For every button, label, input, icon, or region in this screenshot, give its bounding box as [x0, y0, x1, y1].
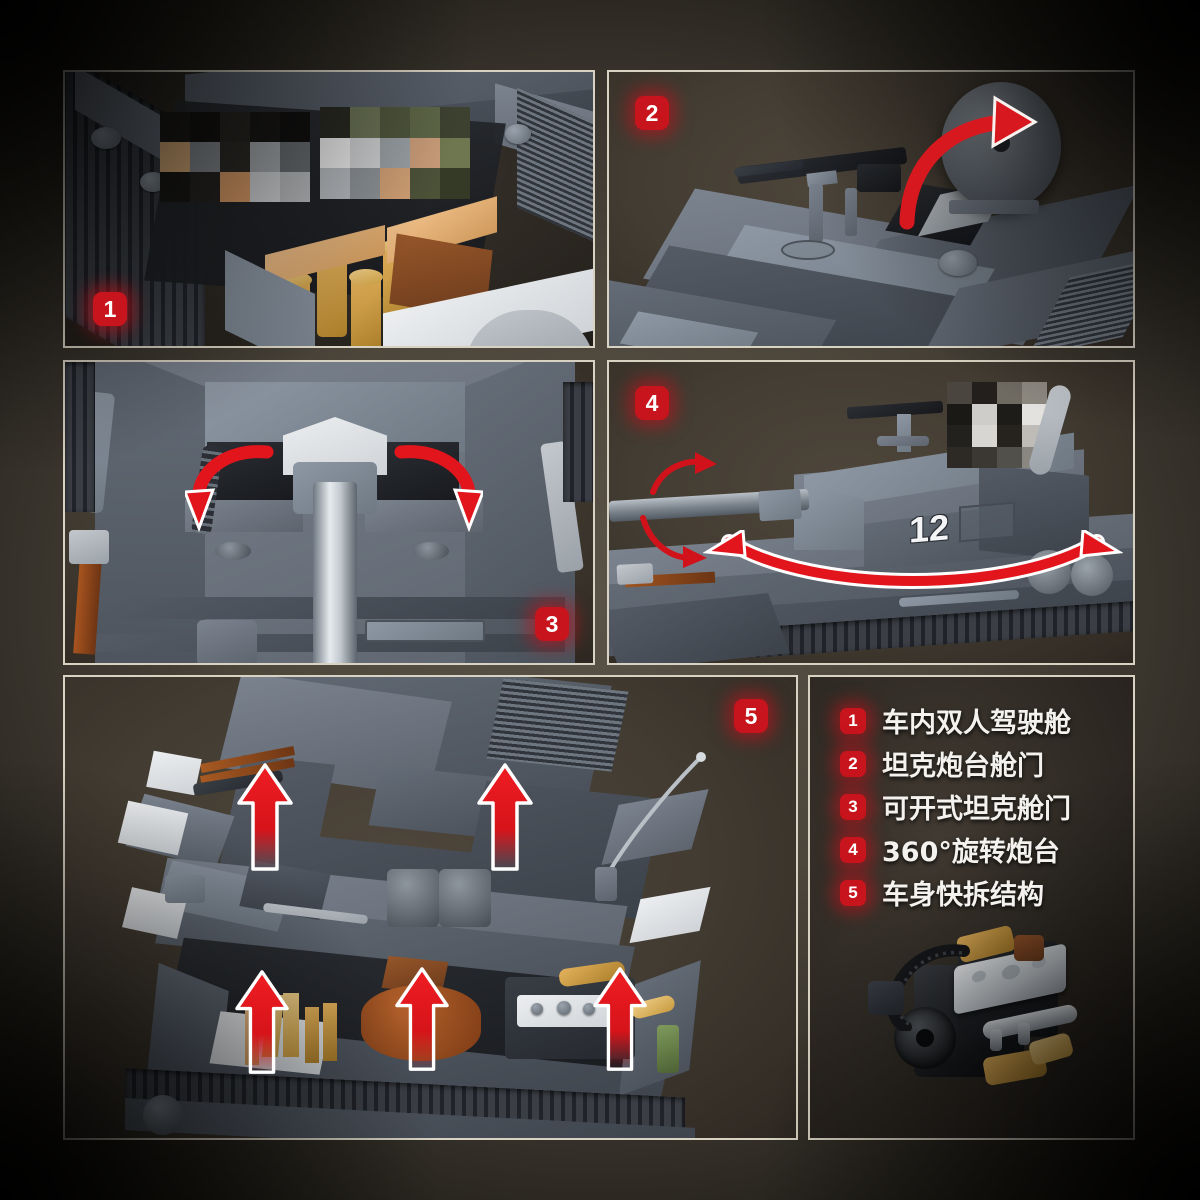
panel-interior-crew-compartment: 1 — [63, 70, 595, 348]
antenna-base — [595, 867, 617, 901]
legend-item-3: 3 可开式坦克舱门 — [840, 785, 1071, 828]
legend-label-2: 坦克炮台舱门 — [882, 751, 1044, 782]
gun-receiver — [857, 164, 901, 192]
shell-brass-2 — [323, 1003, 337, 1061]
green-accessory — [657, 1025, 679, 1073]
hatch-arrow-right — [394, 445, 483, 532]
panel-turret-hatch: 2 — [607, 70, 1135, 348]
main-gun-barrel — [313, 482, 357, 663]
stud — [583, 1003, 595, 1015]
road-wheel — [1071, 554, 1113, 596]
hatch-arrow-left — [185, 445, 274, 532]
legend-label-3: 可开式坦克舱门 — [882, 794, 1071, 825]
hatch-handle-left — [215, 542, 251, 560]
gun-depress-arrow — [640, 515, 707, 568]
exhaust-runner — [990, 1029, 1002, 1051]
gun-leg — [845, 188, 857, 236]
panel-openable-hatches: 3 — [63, 360, 595, 665]
separation-arrow-3 — [235, 970, 289, 1074]
stud — [531, 1003, 543, 1015]
engine-model-image — [862, 924, 1092, 1120]
separation-arrow-5 — [593, 967, 647, 1071]
lower-fitting — [197, 620, 257, 663]
separation-arrow-1 — [237, 763, 293, 871]
exhaust-runner-2 — [1018, 1023, 1030, 1045]
stud — [91, 127, 121, 149]
legend-label-4: 360°旋转炮台 — [882, 837, 1060, 868]
legend-badge-4: 4 — [840, 836, 866, 863]
mg-post — [897, 414, 911, 452]
badge-3: 3 — [535, 607, 569, 641]
badge-4: 4 — [635, 386, 669, 420]
hatch-handle-right — [413, 542, 449, 560]
panel-quick-release-body: 5 — [63, 675, 798, 1140]
separation-arrow-2 — [477, 763, 533, 871]
turret-rotation-arc-arrow — [703, 530, 1123, 589]
track-left-edge — [65, 362, 95, 512]
legend-item-5: 5 车身快拆结构 — [840, 871, 1071, 914]
gun-pintle — [809, 184, 823, 242]
mg-crossbar — [877, 436, 929, 446]
flywheel-hub — [916, 1029, 934, 1047]
mid-fitting — [165, 875, 205, 903]
legend-list: 1 车内双人驾驶舱 2 坦克炮台舱门 3 可开式坦克舱门 4 360°旋转炮台 … — [840, 699, 1071, 914]
legend-label-1: 车内双人驾驶舱 — [882, 708, 1071, 739]
stud — [939, 250, 977, 276]
censor-mosaic-left — [160, 112, 310, 202]
copper-fitting — [1014, 935, 1044, 961]
barrel-collar — [758, 488, 802, 522]
hatch-open-arrow — [899, 95, 1038, 230]
separation-arrow-4 — [395, 967, 449, 1071]
legend-label-5: 车身快拆结构 — [882, 880, 1044, 911]
gun-ring-mount — [781, 240, 835, 260]
legend-item-2: 2 坦克炮台舱门 — [840, 742, 1071, 785]
legend-item-4: 4 360°旋转炮台 — [840, 828, 1071, 871]
fuel-drum-2 — [439, 869, 491, 927]
wrench-head — [69, 530, 109, 564]
legend-badge-5: 5 — [840, 879, 866, 906]
badge-1: 1 — [93, 292, 127, 326]
badge-2: 2 — [635, 96, 669, 130]
shell — [351, 274, 381, 346]
fuel-drum — [387, 869, 439, 927]
legend-item-1: 1 车内双人驾驶舱 — [840, 699, 1071, 742]
track-right-edge — [563, 382, 593, 502]
censor-mosaic-right — [320, 107, 470, 199]
hatch-hinge — [949, 200, 1039, 214]
antenna — [603, 752, 706, 881]
stud — [557, 1001, 571, 1015]
badge-5: 5 — [734, 699, 768, 733]
gun-elevate-arrow — [650, 452, 717, 495]
legend-badge-3: 3 — [840, 793, 866, 820]
engine-side-mount — [868, 981, 904, 1015]
drive-sprocket — [143, 1095, 183, 1135]
tow-bracket — [365, 620, 485, 642]
legend-badge-1: 1 — [840, 707, 866, 734]
panel-rotating-turret: 12 — [607, 360, 1135, 665]
legend-panel: 1 车内双人驾驶舱 2 坦克炮台舱门 3 可开式坦克舱门 4 360°旋转炮台 … — [808, 675, 1135, 1140]
stud — [505, 124, 531, 144]
legend-badge-2: 2 — [840, 750, 866, 777]
shell-brass — [305, 1007, 319, 1063]
shell-rim — [349, 269, 383, 285]
